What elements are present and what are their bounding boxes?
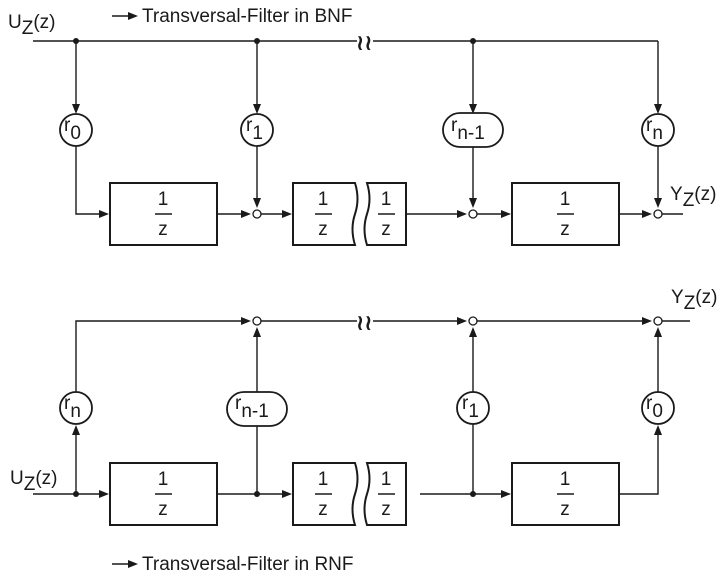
bnf-coef-rn: rn — [641, 113, 675, 147]
rnf-output-label: YZ(z) — [671, 287, 717, 314]
rnf-output-bus: ≀≀ — [75, 310, 690, 392]
svg-text:rn-1: rn-1 — [235, 393, 269, 422]
rnf-signal-path — [33, 424, 662, 498]
rnf-coef-rn: rn — [59, 391, 93, 425]
bnf-coef-rn-1: rn-1 — [442, 112, 504, 148]
svg-text:1: 1 — [381, 189, 392, 210]
bnf-delay-block: 1 z — [511, 182, 620, 246]
svg-text:1: 1 — [560, 469, 571, 490]
svg-text:1: 1 — [318, 189, 329, 210]
svg-text:z: z — [381, 499, 391, 520]
bnf-input-bus: ≀≀ — [33, 30, 662, 114]
rnf-delay-block: 1 z — [109, 462, 218, 526]
bnf-coef-r0: r0 — [59, 113, 93, 147]
svg-text:r0: r0 — [64, 115, 81, 144]
svg-text:z: z — [318, 219, 328, 240]
rnf-title: Transversal-Filter in RNF — [112, 554, 354, 575]
bnf-sum-node — [252, 209, 262, 219]
bnf-sum-node — [653, 209, 663, 219]
svg-text:z: z — [158, 219, 168, 240]
rnf-coef-r1: r1 — [456, 391, 490, 425]
rnf-title-text: Transversal-Filter in RNF — [142, 554, 354, 575]
svg-text:1: 1 — [158, 189, 169, 210]
rnf-coef-r0: r0 — [641, 391, 675, 425]
rnf-split-delay-block: 1 z 1 z — [292, 462, 407, 526]
svg-text:rn: rn — [646, 115, 663, 144]
bnf-delay-block: 1 z — [109, 182, 218, 246]
svg-text:1: 1 — [158, 469, 169, 490]
svg-text:rn: rn — [64, 393, 81, 422]
svg-text:z: z — [560, 219, 570, 240]
bnf-diagram: Transversal-Filter in BNF UZ(z) ≀≀ r0 — [8, 6, 716, 246]
svg-text:r0: r0 — [646, 393, 663, 422]
svg-text:r1: r1 — [246, 115, 263, 144]
svg-text:z: z — [560, 499, 570, 520]
rnf-break-mark: ≀≀ — [356, 310, 373, 335]
bnf-title: Transversal-Filter in BNF — [112, 6, 352, 27]
svg-text:z: z — [158, 499, 168, 520]
rnf-sum-node — [653, 316, 663, 326]
rnf-coef-rn-1: rn-1 — [226, 391, 288, 427]
svg-text:1: 1 — [318, 469, 329, 490]
bnf-break-mark: ≀≀ — [356, 30, 373, 55]
rnf-input-label: UZ(z) — [10, 468, 58, 495]
rnf-diagram: YZ(z) ≀≀ rn — [10, 287, 717, 575]
svg-text:z: z — [318, 499, 328, 520]
bnf-sum-node — [468, 209, 478, 219]
svg-text:1: 1 — [560, 189, 571, 210]
bnf-output-label: YZ(z) — [670, 184, 716, 211]
bnf-signal-path — [75, 146, 683, 218]
rnf-coef-links — [253, 327, 662, 392]
bnf-coef-r1: r1 — [240, 113, 274, 147]
rnf-sum-node — [468, 316, 478, 326]
svg-text:r1: r1 — [462, 393, 479, 422]
svg-text:rn-1: rn-1 — [451, 115, 485, 144]
rnf-delay-block: 1 z — [511, 462, 620, 526]
bnf-title-text: Transversal-Filter in BNF — [142, 6, 352, 27]
rnf-sum-node — [252, 316, 262, 326]
svg-text:1: 1 — [381, 469, 392, 490]
bnf-split-delay-block: 1 z 1 z — [292, 182, 407, 246]
bnf-input-label: UZ(z) — [8, 12, 56, 39]
svg-text:z: z — [381, 219, 391, 240]
